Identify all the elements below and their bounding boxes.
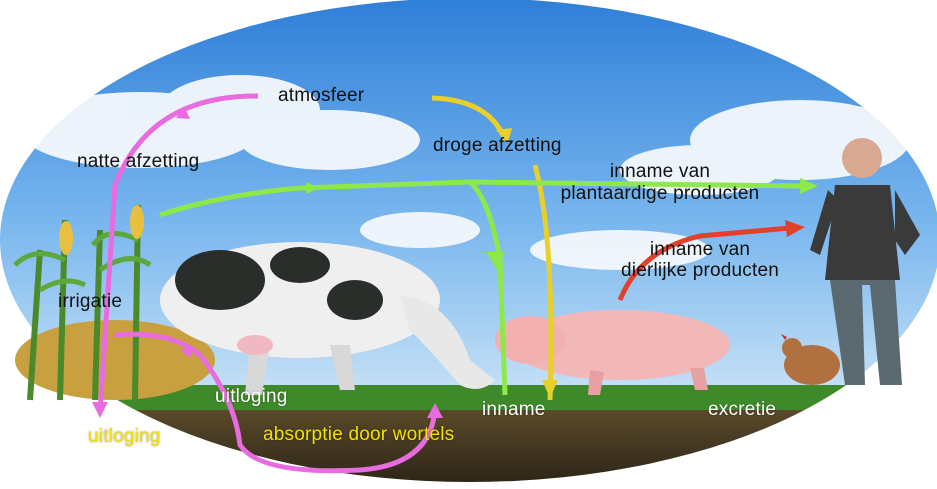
label-inname-plantaardig-1: inname van xyxy=(515,162,805,182)
label-inname-plantaardig-2: plantaardige producten xyxy=(515,184,805,204)
label-uitloging-bottom: uitloging xyxy=(88,427,161,447)
label-uitloging-top: uitloging xyxy=(215,387,288,407)
label-excretie: excretie xyxy=(708,400,776,420)
label-inname-dierlijk-2: dierlijke producten xyxy=(600,261,800,281)
label-irrigatie: irrigatie xyxy=(58,292,122,312)
soil-layer xyxy=(0,410,937,484)
label-inname: inname xyxy=(482,400,546,420)
label-atmosfeer: atmosfeer xyxy=(278,86,364,106)
label-droge-afzetting: droge afzetting xyxy=(433,136,562,156)
label-inname-dierlijk-1: inname van xyxy=(600,240,800,260)
label-natte-afzetting: natte afzetting xyxy=(77,152,199,172)
label-absorptie: absorptie door wortels xyxy=(263,425,454,445)
